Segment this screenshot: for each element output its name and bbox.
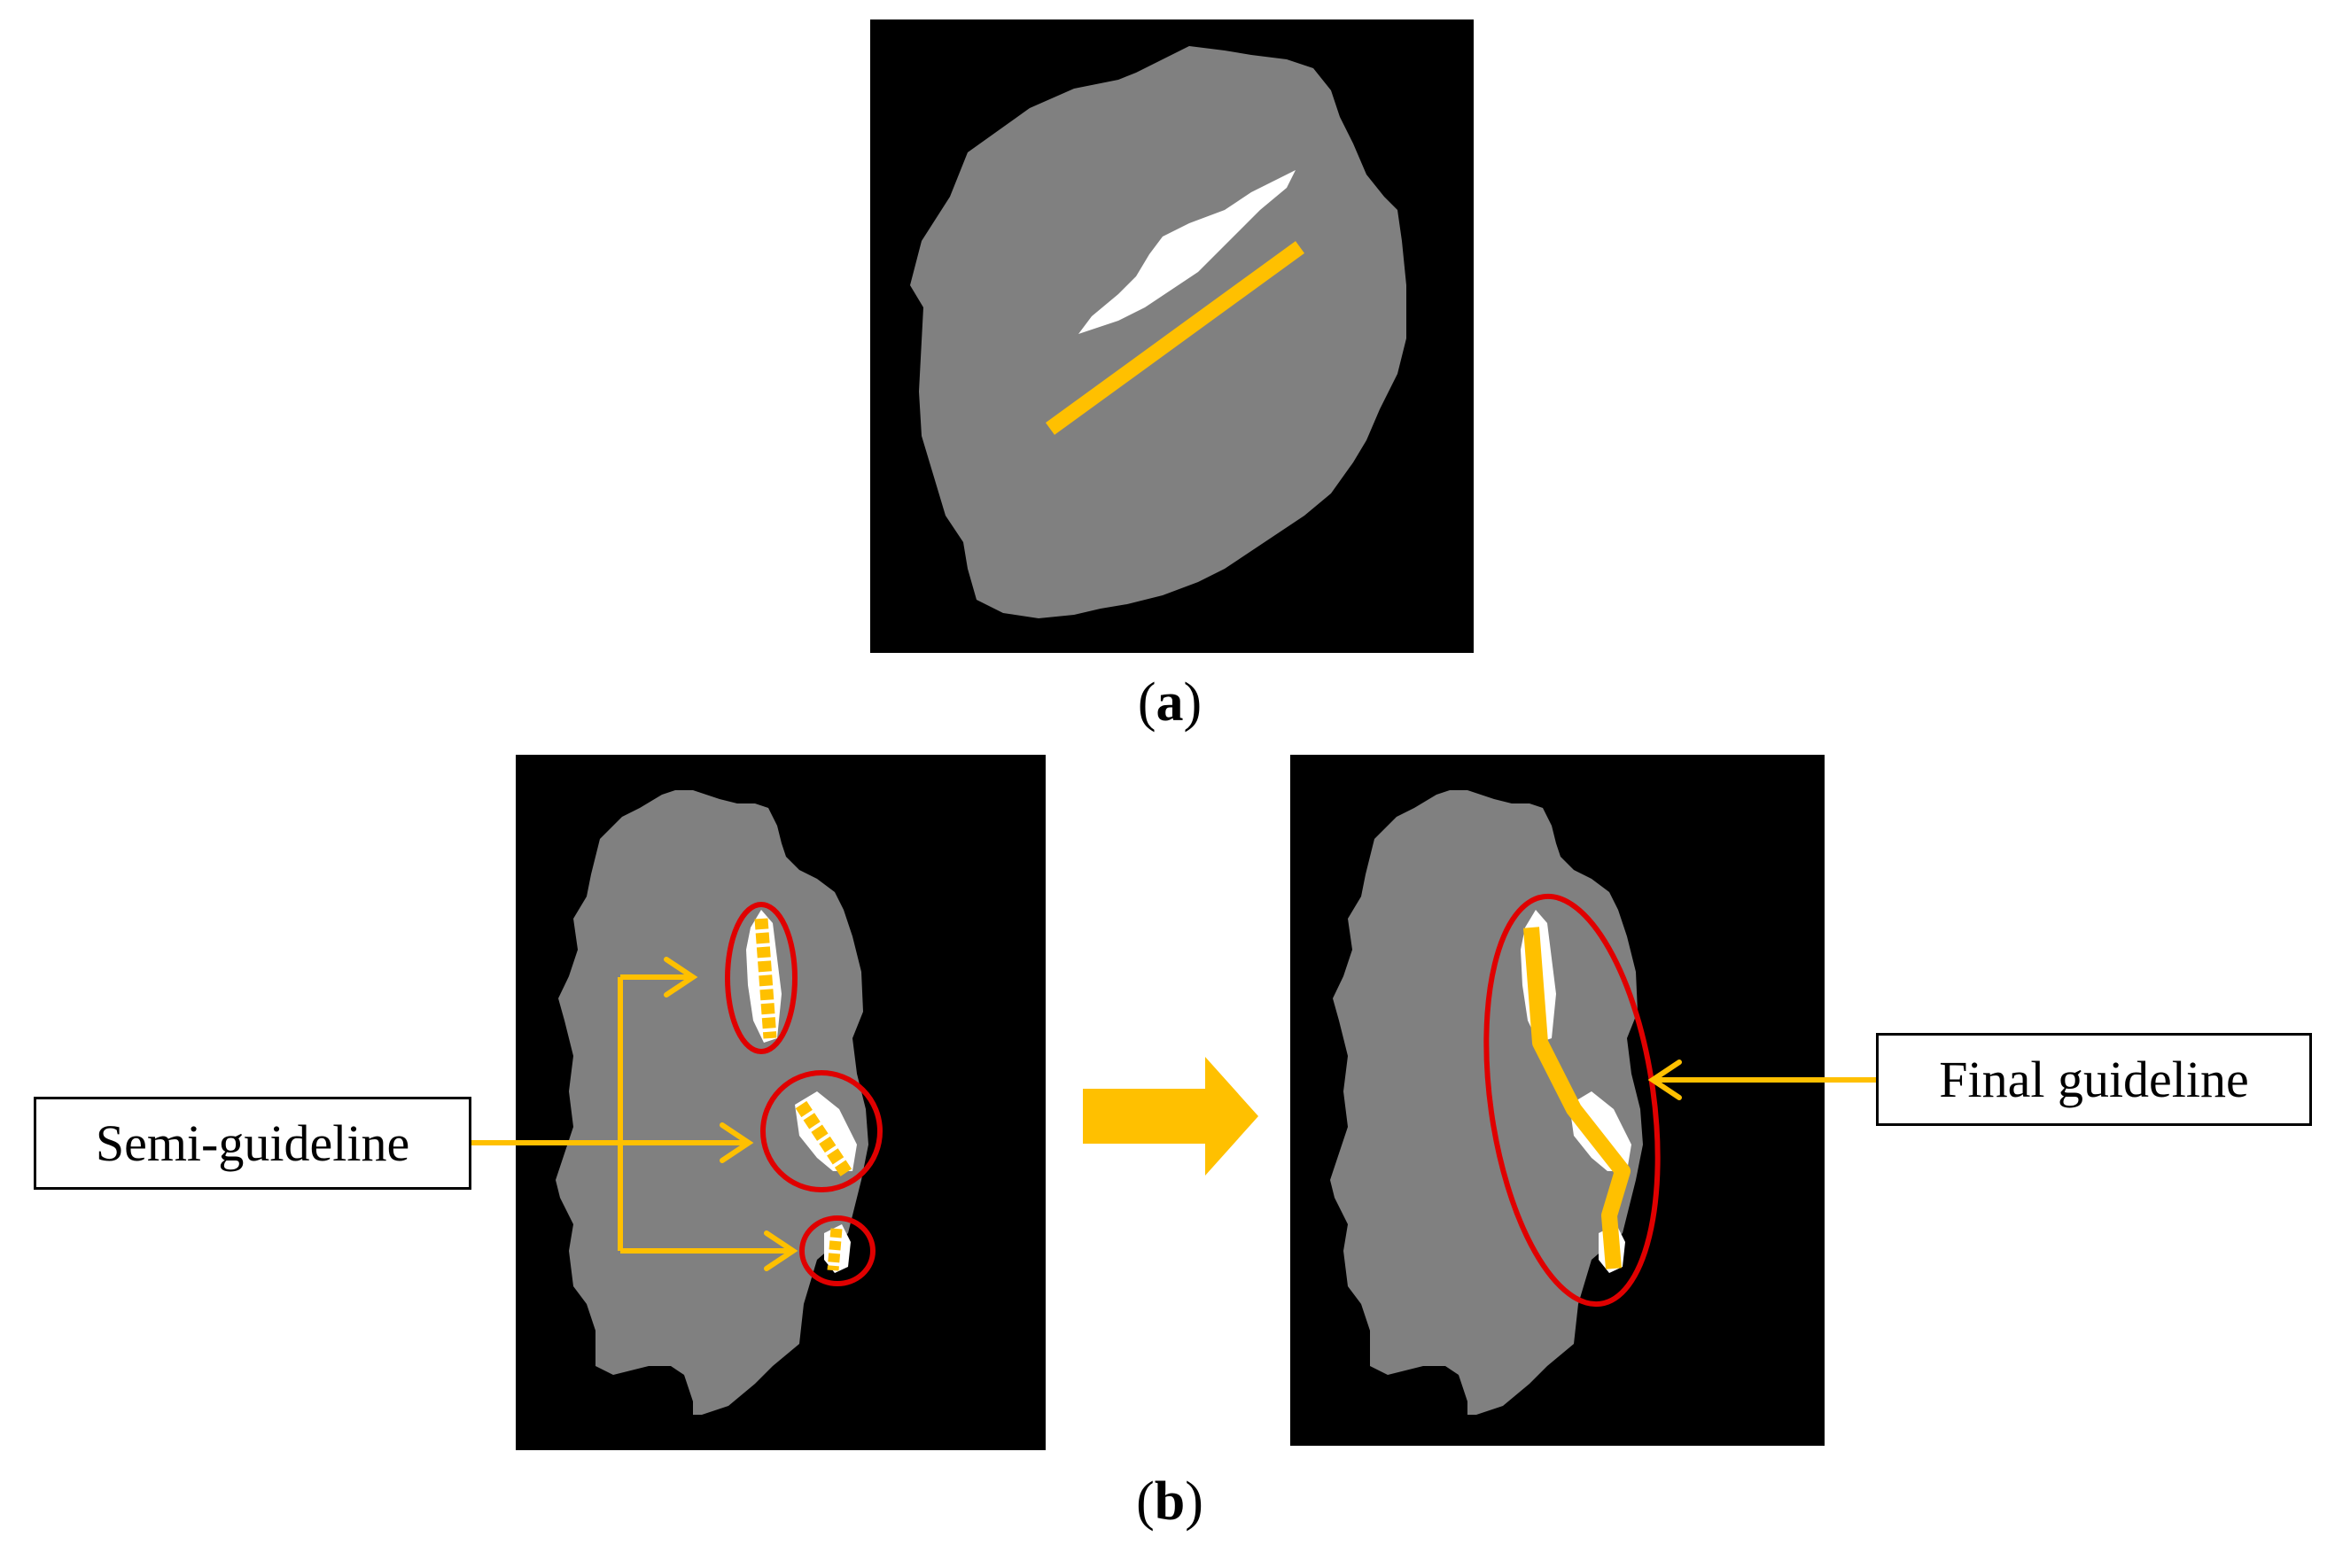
panel-a-image — [870, 19, 1474, 653]
transition-arrow — [1083, 1057, 1258, 1176]
final-guideline-label: Final guideline — [1876, 1033, 2312, 1126]
panel-b-left-image — [516, 755, 1046, 1450]
caption-a: (a) — [1137, 672, 1203, 733]
semi-guideline-3 — [827, 1228, 843, 1271]
panel-b-left-figure — [556, 790, 883, 1415]
panel-b-right-image — [1290, 755, 1825, 1446]
highlight-ellipse-1 — [725, 902, 798, 1054]
semi-guideline-1 — [754, 918, 777, 1039]
highlight-ellipse-3 — [799, 1215, 876, 1286]
highlight-ellipse-2 — [760, 1070, 883, 1192]
semi-guideline-label: Semi-guideline — [34, 1097, 471, 1190]
crack-region — [1078, 170, 1296, 334]
panel-b-right-figure — [1330, 790, 1661, 1415]
gray-region — [910, 46, 1406, 618]
final-guideline — [1523, 927, 1631, 1269]
caption-b: (b) — [1136, 1471, 1203, 1532]
gray-region — [1330, 790, 1643, 1415]
guideline-a — [1046, 241, 1304, 435]
panel-a-figure — [910, 46, 1406, 618]
